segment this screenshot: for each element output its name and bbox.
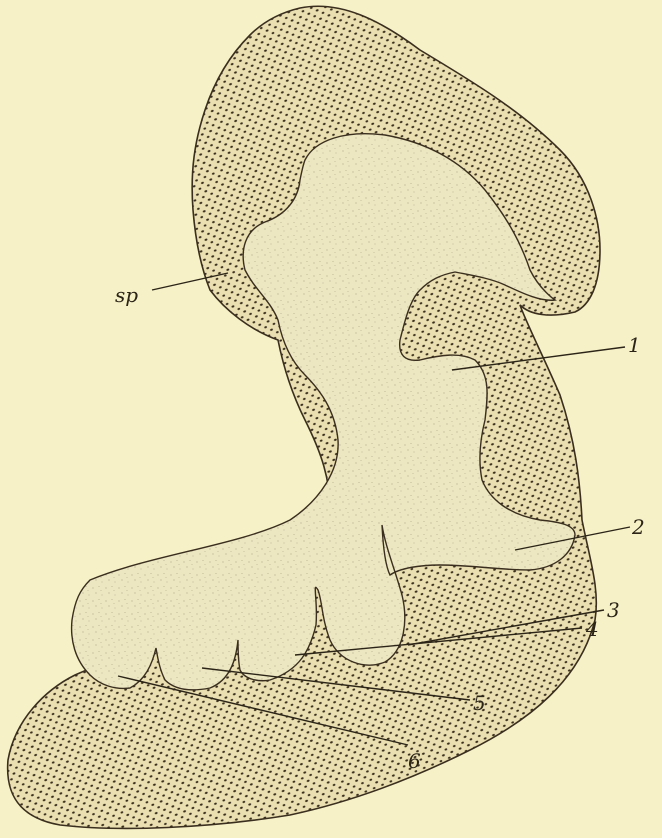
label-2: 2 [631,515,645,539]
label-3: 3 [607,598,620,622]
label-sp: sp [115,283,138,307]
outer-tissue-layer [8,6,600,828]
label-4: 4 [585,617,599,641]
label-5: 5 [473,691,486,715]
label-1: 1 [628,333,641,357]
label-6: 6 [408,749,421,773]
